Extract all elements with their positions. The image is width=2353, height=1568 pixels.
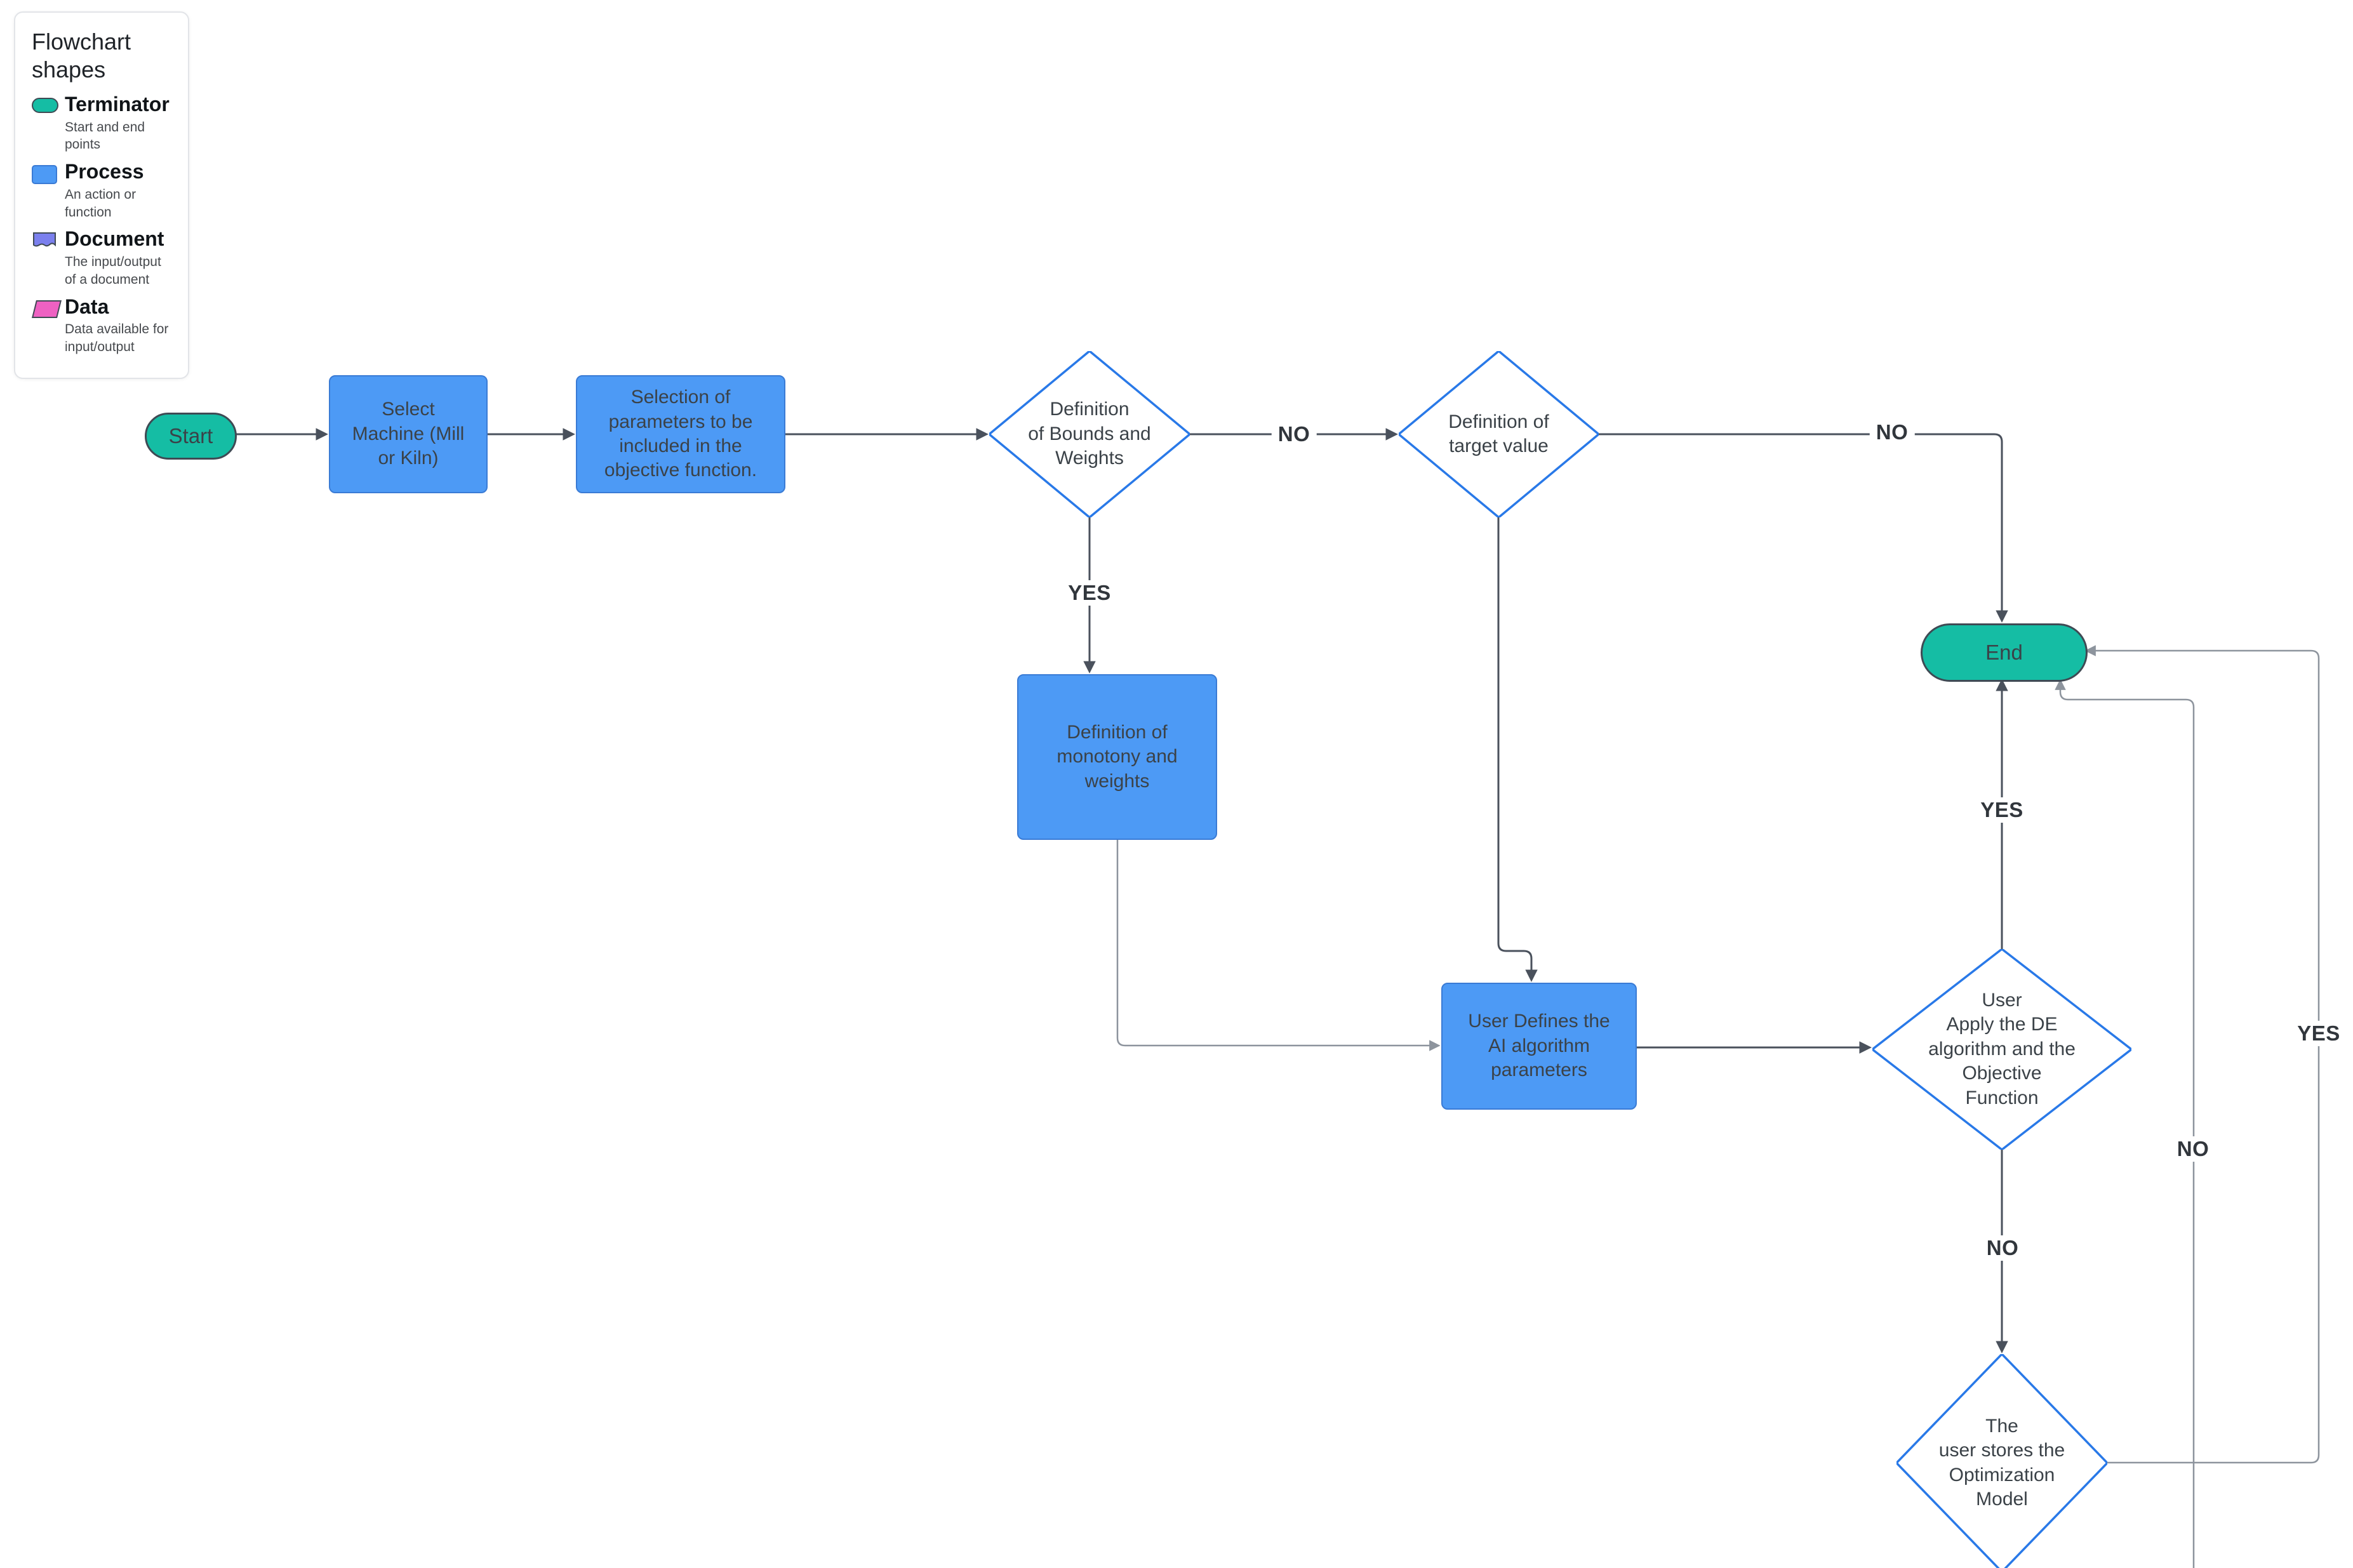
legend-item-desc: Data available for input/output — [65, 322, 169, 355]
legend-item-terminator: Terminator Start and end points — [32, 93, 175, 154]
node-end-terminator[interactable]: End — [1921, 623, 2088, 682]
edge-store-to-end-yes[interactable] — [2084, 645, 2320, 1464]
document-icon — [33, 232, 56, 247]
decision-label: User Apply the DE algorithm and the Obje… — [1928, 990, 2076, 1108]
node-decision-target-value[interactable]: Definition of target value — [1399, 351, 1599, 517]
terminator-icon — [32, 97, 58, 113]
decision-label: The user stores the Optimization Model — [1938, 1415, 2065, 1510]
edge-label-yes-de-end: YES — [1974, 797, 2030, 823]
edge-label-no-bounds-target: NO — [1271, 422, 1317, 447]
data-icon — [32, 300, 62, 318]
legend-item-name: Data — [65, 295, 109, 318]
decision-label: Definition of target value — [1448, 411, 1549, 456]
node-monotony-weights[interactable]: Definition of monotony and weights — [1017, 674, 1217, 840]
process-icon — [32, 165, 57, 185]
legend-item-name: Process — [65, 160, 144, 183]
node-decision-bounds-weights[interactable]: Definition of Bounds and Weights — [989, 351, 1190, 517]
edge-label-no-store-end: NO — [2170, 1136, 2216, 1162]
node-selection-parameters[interactable]: Selection of parameters to be included i… — [576, 375, 785, 493]
legend-title: Flowchart shapes — [32, 29, 131, 83]
node-start-terminator[interactable]: Start — [145, 413, 237, 460]
legend-item-desc: The input/output of a document — [65, 255, 161, 287]
edge-label-yes-bounds-monotony: YES — [1062, 580, 1117, 606]
edge-monotony-to-ai-parameters[interactable] — [1116, 840, 1441, 1051]
edge-label-no-target-end: NO — [1869, 420, 1915, 445]
legend-item-desc: An action or function — [65, 187, 137, 220]
legend-item-name: Document — [65, 227, 164, 251]
edge-label-yes-store-end: YES — [2291, 1021, 2347, 1046]
node-decision-apply-de[interactable]: User Apply the DE algorithm and the Obje… — [1872, 949, 2131, 1150]
node-decision-store-model[interactable]: The user stores the Optimization Model — [1896, 1354, 2107, 1568]
edge-target-to-end-no[interactable] — [1599, 433, 2008, 623]
legend-item-name: Terminator — [65, 92, 170, 116]
node-ai-parameters[interactable]: User Defines the AI algorithm parameters — [1441, 983, 1637, 1110]
legend-item-data: Data Data available for input/output — [32, 295, 175, 356]
legend-item-process: Process An action or function — [32, 160, 175, 221]
node-select-machine[interactable]: Select Machine (Mill or Kiln) — [329, 375, 488, 493]
decision-label: Definition of Bounds and Weights — [1028, 399, 1151, 469]
shape-legend: Flowchart shapes Terminator Start and en… — [14, 11, 189, 379]
legend-item-document: Document The input/output of a document — [32, 227, 175, 288]
edge-target-to-ai-parameters[interactable] — [1497, 517, 1538, 982]
legend-item-desc: Start and end points — [65, 119, 145, 152]
edge-label-no-de-store: NO — [1980, 1235, 2025, 1261]
